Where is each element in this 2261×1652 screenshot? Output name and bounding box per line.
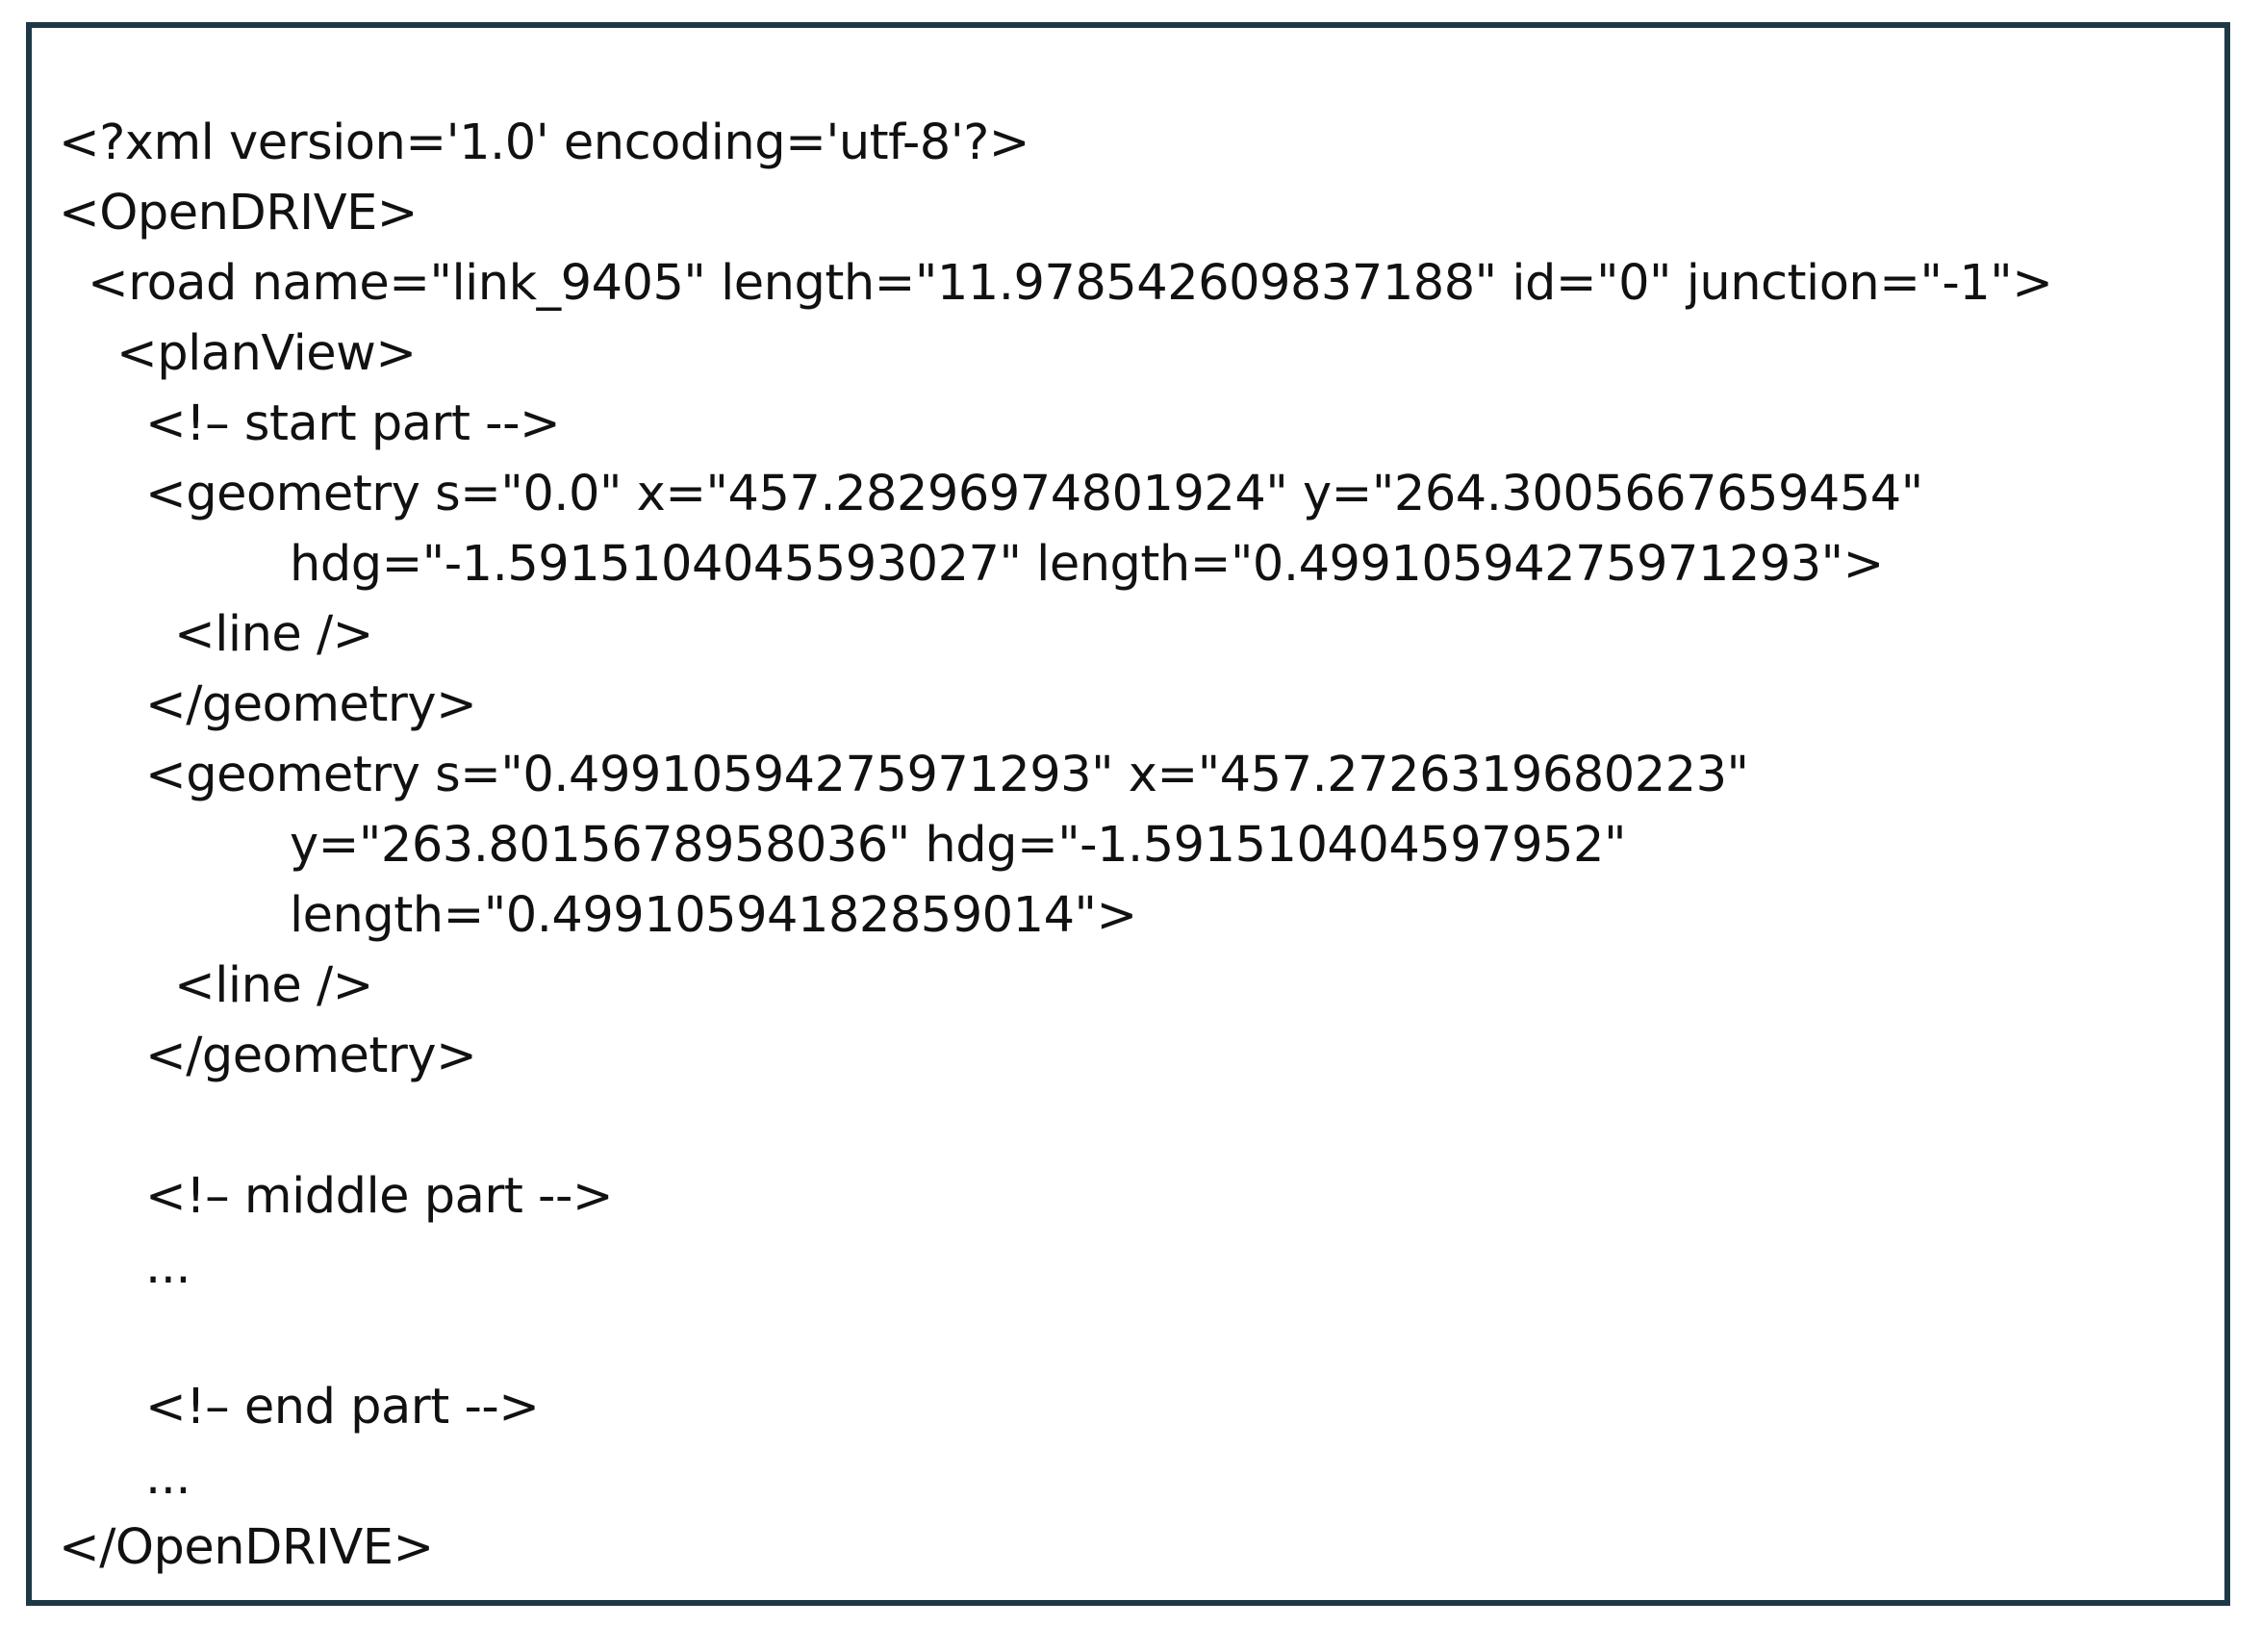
code-line-comment-middle: <!– middle part --> [145,1168,614,1225]
code-line-line-1: <line /> [174,606,373,663]
code-line-line-2: <line /> [174,957,373,1014]
code-line-geometry-2-cont-1: y="263.8015678958036" hdg="-1.5915104045… [290,817,1626,874]
code-line-ellipsis-middle: ... [145,1238,191,1295]
code-line-geometry-2-close: </geometry> [145,1028,477,1084]
code-line-ellipsis-end: ... [145,1449,191,1506]
xml-code-block: <?xml version='1.0' encoding='utf-8'?> <… [32,28,2224,1600]
code-line-opendrive-close: </OpenDRIVE> [59,1519,434,1576]
code-line-geometry-1-cont: hdg="-1.5915104045593027" length="0.4991… [290,536,1884,593]
code-line-geometry-1-close: </geometry> [145,676,477,733]
code-frame: <?xml version='1.0' encoding='utf-8'?> <… [26,22,2230,1606]
code-line-geometry-2: <geometry s="0.49910594275971293" x="457… [145,747,1749,803]
code-line-xml-declaration: <?xml version='1.0' encoding='utf-8'?> [59,114,1030,171]
code-line-comment-start: <!– start part --> [145,395,561,452]
code-line-road-open: <road name="link_9405" length="11.978542… [88,255,2053,312]
code-line-comment-end: <!– end part --> [145,1379,540,1436]
code-line-geometry-1: <geometry s="0.0" x="457.28296974801924"… [145,466,1923,522]
code-line-opendrive-open: <OpenDRIVE> [59,185,419,241]
code-line-planview-open: <planView> [116,325,417,382]
code-line-geometry-2-cont-2: length="0.49910594182859014"> [290,887,1137,944]
